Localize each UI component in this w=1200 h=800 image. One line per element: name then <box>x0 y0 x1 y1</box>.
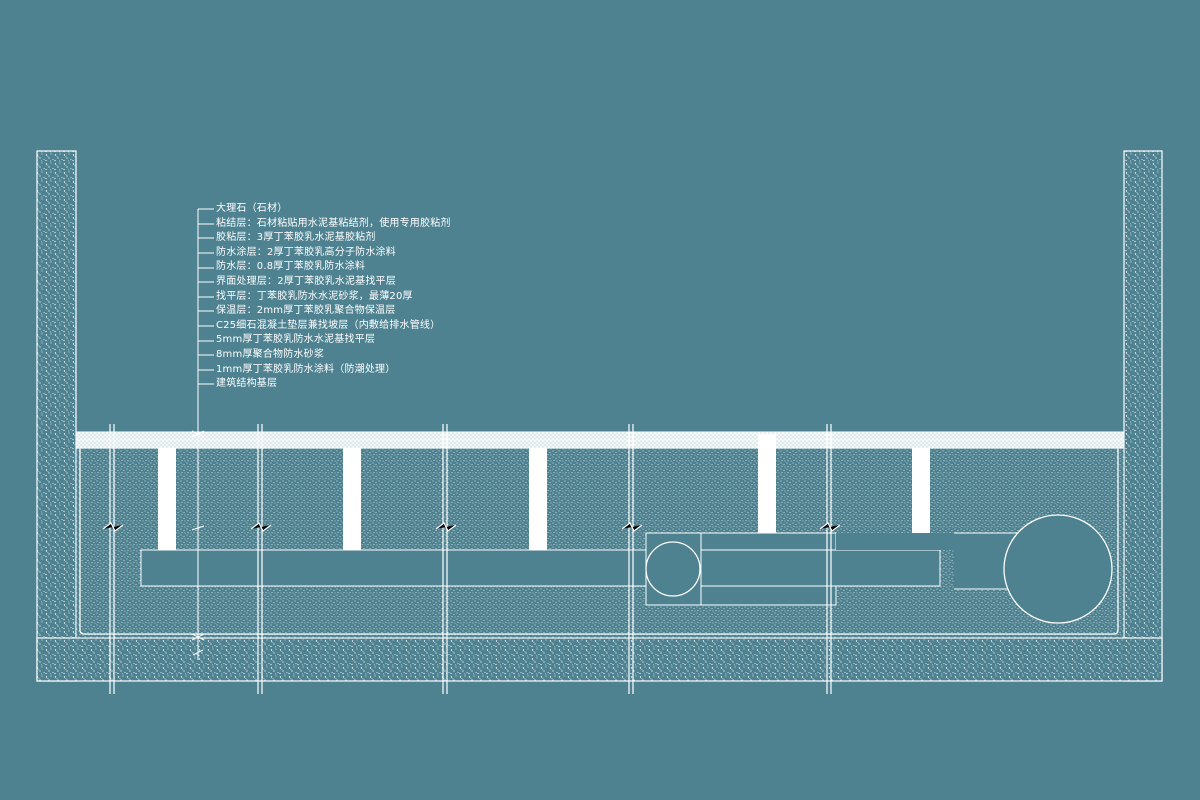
small-pipe <box>645 541 701 597</box>
layer-label: 8mm厚聚合物防水砂浆 <box>216 348 325 360</box>
layer-label: 粘结层：石材粘贴用水泥基粘结剂，使用专用胶粘剂 <box>216 217 451 229</box>
layer-label-list: 大理石（石材） 粘结层：石材粘贴用水泥基粘结剂，使用专用胶粘剂 胶粘层：3厚丁苯… <box>216 202 536 392</box>
layer-label: 胶粘层：3厚丁苯胶乳水泥基胶粘剂 <box>216 232 376 244</box>
layer-label: 防水层：0.8厚丁苯胶乳防水涂料 <box>216 261 366 273</box>
layer-label: 5mm厚丁苯胶乳防水水泥基找平层 <box>216 334 376 346</box>
stone-finish-layer <box>75 431 1125 449</box>
layer-label: 1mm厚丁苯胶乳防水涂料（防潮处理） <box>216 363 396 375</box>
layer-label: 大理石（石材） <box>216 203 288 214</box>
leader-line <box>191 208 214 660</box>
layer-label: 保温层：2mm厚丁苯胶乳聚合物保温层 <box>216 305 396 317</box>
layer-label: 界面处理层：2厚丁苯胶乳水泥基找平层 <box>216 275 396 287</box>
layer-label: 防水涂层：2厚丁苯胶乳高分子防水涂料 <box>216 246 396 258</box>
layer-label: 建筑结构基层 <box>216 378 278 390</box>
layer-label: 找平层：丁苯胶乳防水水泥砂浆，最薄20厚 <box>216 290 413 302</box>
break-lines <box>102 424 841 694</box>
large-pipe <box>1003 514 1113 624</box>
pipes <box>645 514 1113 624</box>
support-posts <box>158 433 930 550</box>
layer-label: C25细石混凝土垫层兼找坡层（内敷给排水管线） <box>216 319 441 331</box>
